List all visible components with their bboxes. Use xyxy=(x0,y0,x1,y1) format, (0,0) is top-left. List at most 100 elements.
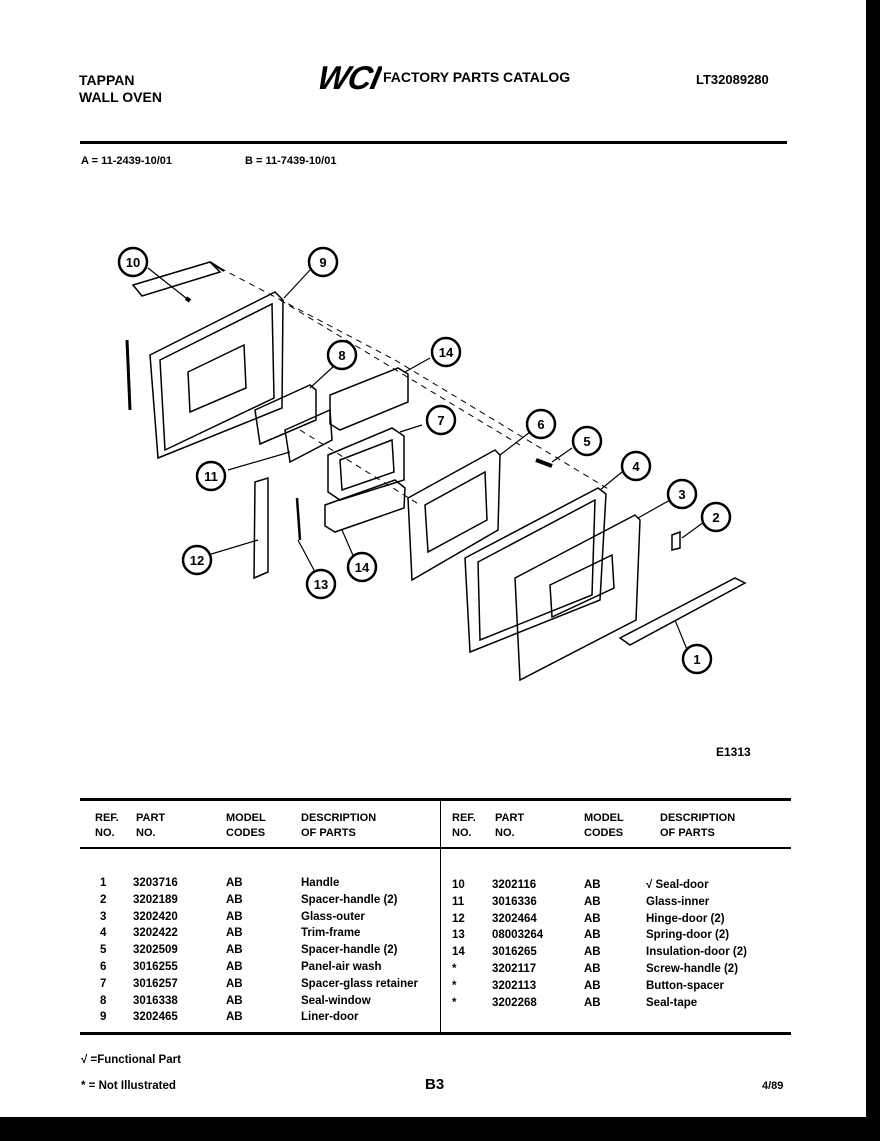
part-handle xyxy=(618,577,747,646)
wci-logo: WCI xyxy=(314,60,382,94)
scan-edge-bottom xyxy=(0,1117,880,1141)
part-desc-cell: Glass-inner xyxy=(646,895,710,908)
table-top-rule xyxy=(80,798,791,801)
part-ref-cell: * xyxy=(452,963,457,975)
part-ref-cell: 14 xyxy=(452,946,465,959)
part-ref-cell: 3 xyxy=(100,910,107,923)
part-code-cell: AB xyxy=(584,946,601,959)
part-desc-cell: Insulation-door (2) xyxy=(646,946,747,959)
part-ref-cell: 4 xyxy=(100,927,107,940)
part-desc-cell: Button-spacer xyxy=(646,979,724,992)
part-part-cell: 3016265 xyxy=(492,946,537,959)
callout-9: 9 xyxy=(319,255,326,270)
table-bottom-rule xyxy=(80,1032,791,1035)
callout-circle-9 xyxy=(307,246,339,278)
functional-part-note: √ =Functional Part xyxy=(81,1054,181,1066)
callout-11: 11 xyxy=(204,469,218,484)
callout-circle-6 xyxy=(525,408,557,440)
callout-3: 3 xyxy=(678,487,685,502)
callout-4: 4 xyxy=(632,459,640,474)
part-ref-cell: 1 xyxy=(100,877,107,889)
hdr-ref: REF.NO. xyxy=(95,812,119,839)
part-trim-frame-inner xyxy=(477,498,596,642)
part-part-cell: 3016338 xyxy=(133,994,178,1007)
callout-circle-10 xyxy=(117,246,149,278)
callout-circle-12 xyxy=(181,544,213,576)
part-screw-2 xyxy=(209,261,225,272)
part-part-cell: 3016255 xyxy=(133,961,178,973)
part-spacer-handle xyxy=(535,458,553,468)
part-desc-cell: Spacer-handle (2) xyxy=(301,944,398,957)
leader-lines xyxy=(147,267,705,653)
callout-2: 2 xyxy=(712,510,719,525)
part-part-cell: 3202189 xyxy=(133,893,178,906)
callout-circle-14-bottom xyxy=(346,551,378,583)
callout-10: 10 xyxy=(126,255,140,270)
alignment-lines xyxy=(219,267,611,506)
scan-edge-right xyxy=(866,0,880,1141)
model-a-label: A = 11-2439-10/01 xyxy=(81,155,173,167)
callout-7: 7 xyxy=(437,413,444,428)
part-desc-cell: √ Seal-door xyxy=(646,879,709,891)
callout-12: 12 xyxy=(190,553,204,568)
part-code-cell: AB xyxy=(226,977,243,990)
part-seal-door-strip xyxy=(125,339,132,411)
callout-1: 1 xyxy=(693,652,700,667)
callout-labels: 10 9 8 14 7 6 5 4 3 2 1 11 12 13 14 xyxy=(126,255,720,667)
part-spring xyxy=(295,497,302,541)
part-ref-cell: 6 xyxy=(100,961,107,973)
callout-circle-5 xyxy=(571,425,603,457)
part-code-cell: AB xyxy=(584,979,601,992)
part-desc-cell: Seal-window xyxy=(301,994,371,1007)
part-code-cell: AB xyxy=(226,961,243,973)
part-code-cell: AB xyxy=(584,929,601,942)
part-liner-door xyxy=(149,291,284,460)
part-screw xyxy=(184,296,192,303)
part-ref-cell: 12 xyxy=(452,912,465,925)
catalog-number: LT32089280 xyxy=(696,72,769,87)
part-glass-outer-window xyxy=(549,553,615,619)
part-part-cell: 3202113 xyxy=(492,979,537,992)
brand-line-1: TAPPAN xyxy=(79,72,135,88)
part-ref-cell: 10 xyxy=(452,879,465,891)
logo-text: WCI xyxy=(314,60,382,94)
part-part-cell: 3016257 xyxy=(133,977,178,990)
callout-circle-8 xyxy=(326,339,358,371)
part-code-cell: AB xyxy=(226,994,243,1007)
part-part-cell: 3202268 xyxy=(492,996,537,1009)
part-desc-cell: Seal-tape xyxy=(646,996,698,1009)
brand-block: TAPPAN WALL OVEN xyxy=(79,72,162,106)
part-desc-cell: Handle xyxy=(301,877,340,889)
page-number: B3 xyxy=(425,1076,445,1093)
callout-6: 6 xyxy=(537,417,544,432)
part-code-cell: AB xyxy=(226,877,243,889)
part-trim-frame xyxy=(464,487,607,654)
part-code-cell: AB xyxy=(226,893,243,906)
callout-circles xyxy=(117,246,732,675)
part-panel-air-wash xyxy=(407,449,501,582)
callout-circle-4 xyxy=(620,450,652,482)
part-part-cell: 3202117 xyxy=(492,963,537,975)
part-ref-cell: 5 xyxy=(100,944,107,957)
callout-14-top: 14 xyxy=(439,345,454,360)
part-code-cell: AB xyxy=(584,912,601,925)
hdr-ref-right: REF.NO. xyxy=(452,812,476,839)
part-code-cell: AB xyxy=(584,963,601,975)
callout-5: 5 xyxy=(583,434,590,449)
model-b-label: B = 11-7439-10/01 xyxy=(245,155,337,167)
part-code-cell: AB xyxy=(226,910,243,923)
callout-circle-7 xyxy=(425,404,457,436)
part-ref-cell: * xyxy=(452,979,457,992)
part-panel-window xyxy=(424,470,488,554)
part-hinge xyxy=(253,476,269,580)
part-part-cell: 3202422 xyxy=(133,927,178,940)
exploded-diagram: 10 9 8 14 7 6 5 4 3 2 1 11 12 13 14 xyxy=(117,246,747,682)
brand-line-2: WALL OVEN xyxy=(79,89,162,105)
callout-circle-13 xyxy=(305,568,337,600)
part-glass-inner xyxy=(284,408,333,464)
